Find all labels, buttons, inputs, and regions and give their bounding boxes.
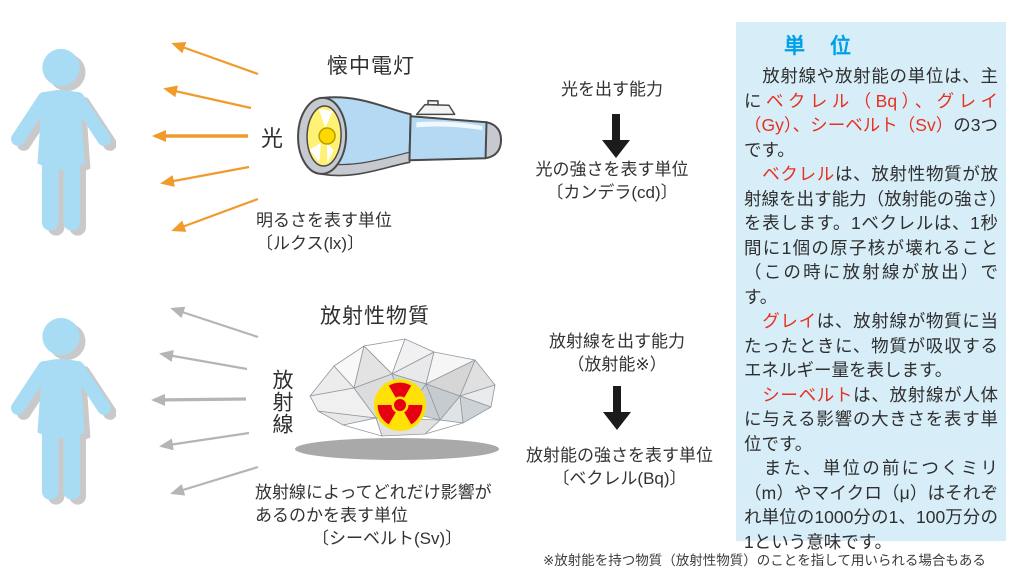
footnote: ※放射能を持つ物質（放射性物質）のことを指して用いられる場合もある: [543, 553, 986, 568]
panel-paragraph-5: また、単位の前につくミリ（m）やマイクロ（μ）はそれぞれ単位の1000分の1、1…: [744, 458, 998, 552]
radioactivity-ability-caption: 放射線を出す能力 （放射能※）: [517, 330, 717, 376]
radioactivity-ability-line1: 放射線を出す能力: [549, 332, 685, 351]
radiation-rays: [151, 306, 259, 496]
sievert-caption-line3: 〔シーベルト(Sv)〕: [312, 529, 463, 548]
radiation-ray-label: 放射線: [270, 369, 293, 435]
light-rays: [152, 42, 259, 232]
flashlight-label: 懐中電灯: [327, 55, 415, 78]
radiation-symbol-icon: [374, 379, 426, 431]
radioactivity-ability-line2: （放射能※）: [567, 355, 667, 374]
rock-shadow: [295, 438, 499, 460]
panel-paragraph-4: シーベルトは、放射線が人体に与える影響の大きさを表す単位です。: [744, 384, 999, 454]
person-figure-bottom: [11, 317, 116, 505]
sievert-caption: 放射線によってどれだけ影響が あるのかを表す単位 〔シーベルト(Sv)〕: [255, 481, 492, 550]
becquerel-caption-line2: 〔ベクレル(Bq)〕: [552, 469, 687, 488]
person-figure-top: [11, 48, 116, 236]
lux-caption-line2: 〔ルクス(lx)〕: [256, 234, 365, 253]
candela-caption: 光の強さを表す単位 〔カンデラ(cd)〕: [512, 158, 712, 204]
panel-paragraph-1: 放射線や放射能の単位は、主にベクレル（Bq）、グレイ（Gy）、シーベルト（Sv）…: [744, 66, 999, 160]
radioactive-material-illustration: [295, 338, 499, 460]
lux-caption: 明るさを表す単位 〔ルクス(lx)〕: [256, 209, 392, 255]
down-arrow-icon: [602, 114, 631, 430]
candela-caption-line1: 光の強さを表す単位: [535, 160, 689, 179]
becquerel-caption: 放射能の強さを表す単位 〔ベクレル(Bq)〕: [512, 444, 727, 490]
unit-info-panel: 単 位 放射線や放射能の単位は、主にベクレル（Bq）、グレイ（Gy）、シーベルト…: [736, 22, 1006, 552]
lux-caption-line1: 明るさを表す単位: [256, 211, 392, 230]
light-ability-caption: 光を出す能力: [561, 80, 663, 99]
panel-paragraph-2: ベクレルは、放射性物質が放射線を出す能力（放射能の強さ）を表します。1ベクレルは…: [744, 164, 999, 307]
sievert-caption-line1: 放射線によってどれだけ影響が: [255, 483, 492, 502]
panel-title: 単 位: [784, 35, 853, 58]
becquerel-caption-line1: 放射能の強さを表す単位: [526, 446, 713, 465]
light-label: 光: [261, 126, 284, 151]
flashlight-illustration: [297, 96, 503, 177]
substance-label: 放射性物質: [320, 305, 430, 328]
sievert-caption-line2: あるのかを表す単位: [255, 506, 408, 525]
candela-caption-line2: 〔カンデラ(cd)〕: [546, 183, 678, 202]
panel-paragraph-3: グレイは、放射線が物質に当たったときに、物質が吸収するエネルギー量を表します。: [744, 311, 999, 380]
